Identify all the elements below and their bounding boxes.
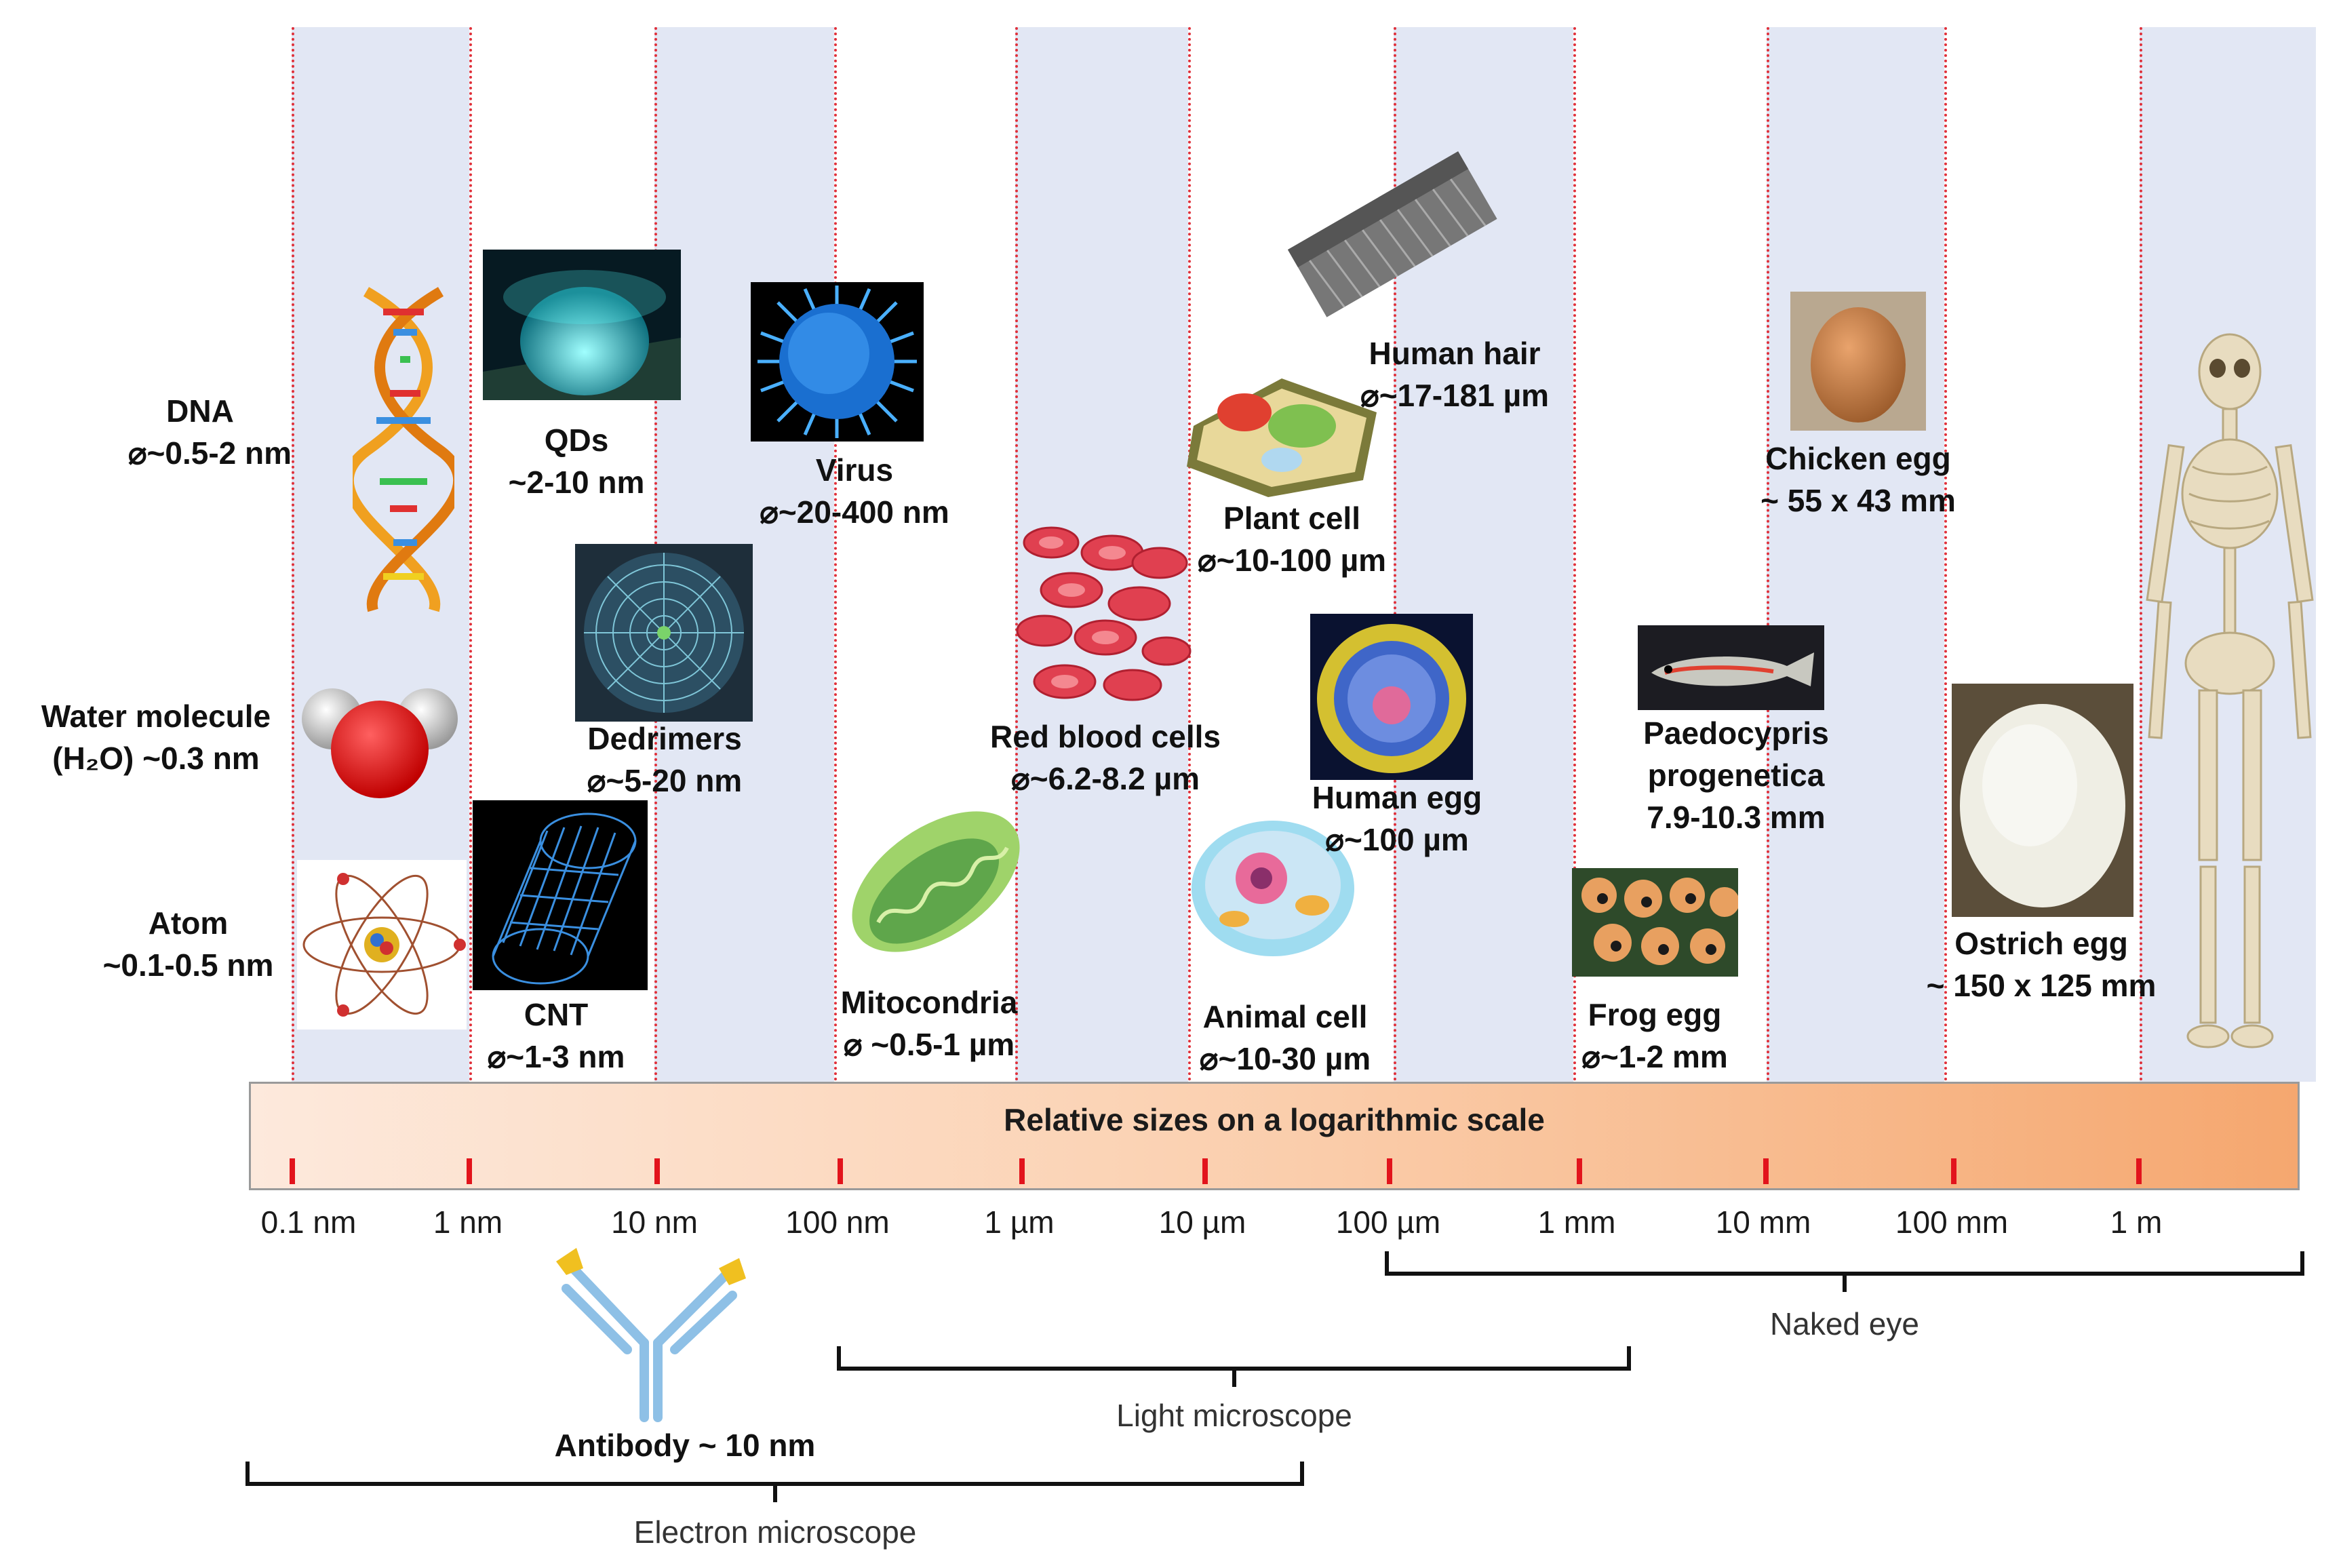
virus-image	[751, 282, 924, 442]
divider-line	[2140, 27, 2142, 1082]
label-frog-egg: Frog egg ⌀~1-2 mm	[1581, 997, 1728, 1074]
human-skeleton-image	[2146, 333, 2314, 1048]
ostrich-egg-image	[1952, 684, 2133, 917]
label-antibody: Antibody ~ 10 nm	[554, 1428, 816, 1463]
tick-label: 1 m	[2110, 1204, 2163, 1240]
scale-tick	[1763, 1158, 1769, 1184]
scale-tick	[290, 1158, 295, 1184]
scale-tick	[1019, 1158, 1025, 1184]
tick-label: 0.1 nm	[260, 1204, 357, 1240]
scale-title: Relative sizes on a logarithmic scale	[1004, 1102, 1545, 1137]
scale-tick	[654, 1158, 660, 1184]
divider-line	[1015, 27, 1018, 1082]
dna-helix-image	[353, 287, 454, 612]
carbon-nanotube-image	[473, 800, 648, 990]
tick-label: 10 µm	[1158, 1204, 1246, 1240]
red-blood-cells-image	[1016, 526, 1192, 701]
naked-eye-label: Naked eye	[1770, 1306, 1919, 1341]
light-microscope-label: Light microscope	[1116, 1398, 1352, 1433]
scale-tick	[2136, 1158, 2142, 1184]
divider-line	[1394, 27, 1396, 1082]
scale-tick	[1202, 1158, 1208, 1184]
scale-tick	[1951, 1158, 1956, 1184]
electron-microscope-label: Electron microscope	[633, 1514, 917, 1550]
tick-label: 10 nm	[611, 1204, 698, 1240]
tick-label: 100 mm	[1895, 1204, 2009, 1240]
divider-line	[1188, 27, 1191, 1082]
tick-label: 100 µm	[1335, 1204, 1441, 1240]
divider-line	[834, 27, 837, 1082]
antibody-image	[556, 1248, 746, 1422]
divider-line	[1944, 27, 1947, 1082]
label-plant-cell: Plant cell ⌀~10-100 µm	[1198, 501, 1386, 578]
label-human-egg: Human egg ⌀~100 µm	[1312, 780, 1482, 857]
quantum-dots-image	[483, 250, 681, 400]
label-mitochondria: Mitocondria ⌀ ~0.5-1 µm	[840, 985, 1018, 1062]
label-animal-cell: Animal cell ⌀~10-30 µm	[1199, 999, 1371, 1076]
band-4	[1767, 27, 1944, 1082]
label-paedocypris: Paedocypris progenetica 7.9-10.3 mm	[1643, 716, 1829, 835]
animal-cell-image	[1192, 821, 1354, 956]
scale-tick	[1577, 1158, 1582, 1184]
tick-label: 1 mm	[1537, 1204, 1616, 1240]
scale-tick	[467, 1158, 472, 1184]
chicken-egg-image	[1790, 292, 1926, 431]
dendrimer-image	[575, 544, 753, 722]
label-human-hair: Human hair ⌀~17-181 µm	[1360, 336, 1549, 413]
divider-line	[292, 27, 294, 1082]
human-egg-image	[1310, 614, 1473, 780]
mitochondria-image	[852, 811, 1020, 952]
paedocypris-fish-image	[1638, 625, 1824, 710]
divider-line	[1573, 27, 1576, 1082]
label-dendrimers: Dedrimers ⌀~5-20 nm	[587, 721, 743, 798]
tick-label: 100 nm	[785, 1204, 890, 1240]
log-scale-bar: Relative sizes on a logarithmic scale	[249, 1082, 2300, 1190]
label-dna: DNA ⌀~0.5-2 nm	[127, 393, 292, 471]
label-chicken-egg: Chicken egg ~ 55 x 43 mm	[1760, 441, 1956, 518]
label-ostrich-egg: Ostrich egg ~ 150 x 125 mm	[1926, 926, 2157, 1003]
label-red-blood-cells: Red blood cells ⌀~6.2-8.2 µm	[990, 719, 1221, 796]
tick-label: 1 nm	[433, 1204, 503, 1240]
water-molecule-image	[302, 688, 458, 798]
plant-cell-image	[1187, 378, 1377, 497]
label-virus: Virus ⌀~20-400 nm	[760, 452, 949, 530]
human-hair-image	[1287, 151, 1497, 317]
atom-image	[297, 860, 467, 1030]
electron-microscope-bracket	[245, 1462, 1304, 1486]
divider-line	[469, 27, 472, 1082]
label-cnt: CNT ⌀~1-3 nm	[487, 997, 625, 1074]
naked-eye-bracket	[1385, 1251, 2304, 1276]
label-atom: Atom ~0.1-0.5 nm	[102, 905, 274, 983]
divider-line	[1767, 27, 1769, 1082]
label-qds: QDs ~2-10 nm	[508, 423, 645, 500]
light-microscope-bracket	[837, 1346, 1631, 1371]
label-water-molecule: Water molecule (H₂O) ~0.3 nm	[41, 699, 271, 776]
tick-label: 10 mm	[1715, 1204, 1811, 1240]
scale-tick	[838, 1158, 843, 1184]
scale-tick	[1387, 1158, 1392, 1184]
tick-label: 1 µm	[984, 1204, 1055, 1240]
frog-egg-image	[1572, 868, 1738, 977]
